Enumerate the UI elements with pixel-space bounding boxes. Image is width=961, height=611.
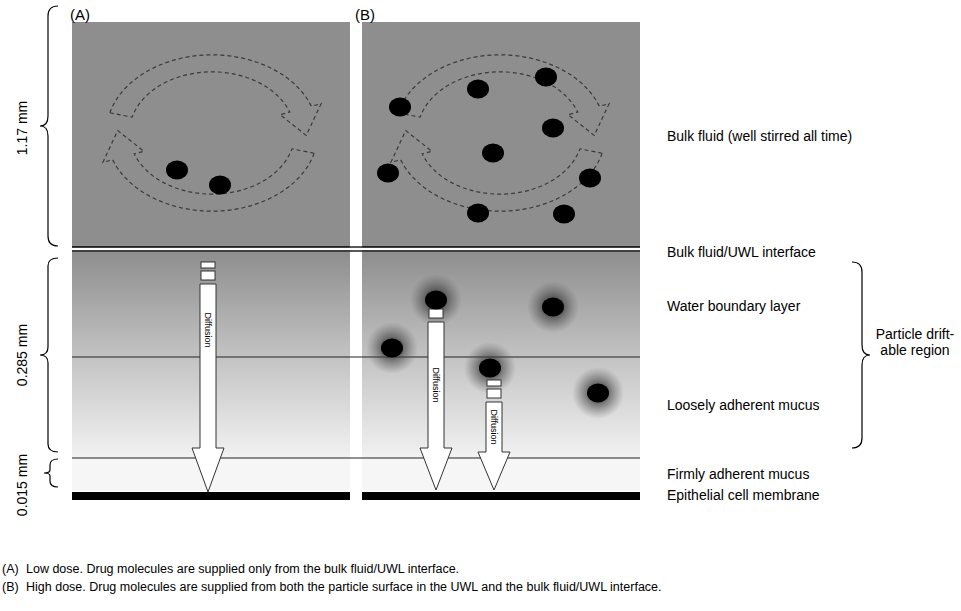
diffusion-arrow: [192, 262, 224, 492]
drug-particle: [377, 164, 399, 183]
layer-label: Epithelial cell membrane: [667, 487, 820, 503]
arrow-label: Diffusion: [489, 410, 499, 445]
drug-particle: [535, 68, 557, 87]
drug-particle: [479, 359, 501, 378]
caption-text: High dose. Drug molecules are supplied f…: [26, 580, 662, 594]
caption-key: (B): [2, 580, 19, 594]
drug-particle: [587, 384, 609, 403]
layer-label: Loosely adherent mucus: [667, 397, 820, 413]
circulation-arrow: [110, 55, 321, 136]
drug-particle: [553, 205, 575, 224]
diffusion-arrows: [192, 262, 510, 492]
layer-label: Firmly adherent mucus: [667, 466, 809, 482]
arrow-label: Diffusion: [203, 313, 213, 348]
drug-particle: [579, 169, 601, 188]
diffusion-arrow: [478, 380, 510, 490]
diffusion-arrow: [420, 300, 452, 490]
particle-halo: [410, 274, 462, 326]
caption-key: (A): [2, 562, 19, 576]
drug-particle: [381, 339, 403, 358]
panel-label: (B): [355, 6, 375, 23]
circulation-arrow: [391, 131, 602, 212]
particle-halo: [464, 342, 516, 394]
drug-particles: [166, 68, 609, 403]
drug-particle: [542, 119, 564, 138]
cell-membrane: [362, 492, 640, 500]
layer-label: Bulk fluid (well stirred all time): [667, 128, 852, 144]
drug-particle: [482, 144, 504, 163]
region-brace: [852, 262, 870, 448]
drug-particle: [542, 298, 564, 317]
dimension-label: 0.015 mm: [14, 454, 30, 516]
region-label: Particle drift-able region: [873, 326, 957, 358]
layer-label: Water boundary layer: [667, 298, 800, 314]
particle-halo: [366, 322, 418, 374]
dimension-label: 0.285 mm: [14, 324, 30, 386]
circulation-arrows: [103, 55, 609, 211]
layer-label: Bulk fluid/UWL interface: [667, 244, 816, 260]
drug-particle: [389, 98, 411, 117]
interface-line: [72, 247, 640, 251]
arrow-label: Diffusion: [431, 368, 441, 403]
layer-line: [72, 357, 640, 458]
particle-halo: [366, 274, 624, 419]
bulk-fluid-region: [362, 22, 640, 247]
drug-particle: [467, 204, 489, 223]
dimension-brace: [40, 6, 58, 487]
particle-halo: [572, 367, 624, 419]
bulk-fluid-region: [72, 22, 350, 247]
circulation-arrow: [103, 131, 314, 212]
circulation-arrow: [398, 55, 609, 136]
dimension-label: 1.17 mm: [14, 101, 30, 155]
drug-particle: [209, 176, 231, 195]
drug-particle: [166, 161, 188, 180]
caption-text: Low dose. Drug molecules are supplied on…: [26, 562, 459, 576]
particle-halo: [527, 281, 579, 333]
cell-membrane: [72, 492, 350, 500]
panel-label: (A): [70, 6, 90, 23]
drug-particle: [467, 80, 489, 99]
drug-particle: [425, 291, 447, 310]
